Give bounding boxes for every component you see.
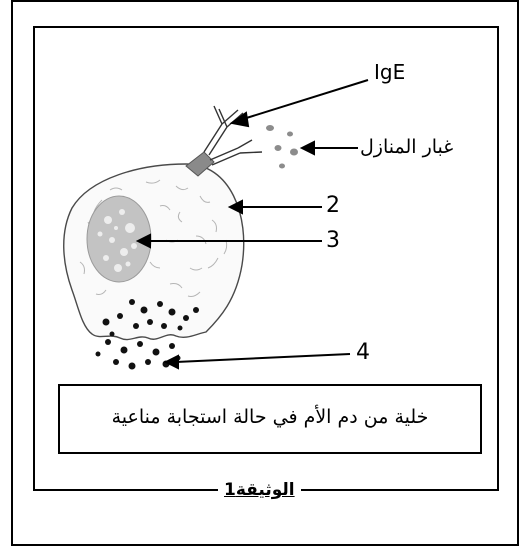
label-house-dust: غبار المنازل (360, 136, 454, 158)
arrowhead-2 (227, 199, 243, 215)
granules (95, 299, 199, 370)
ige-antibody (203, 105, 263, 166)
caption-box: خلية من دم الأم في حالة استجابة مناعية (58, 384, 482, 454)
arrowhead-ige (229, 111, 250, 128)
label-2: 2 (326, 193, 340, 218)
dust-particles (266, 125, 298, 169)
arrow-4 (175, 353, 351, 363)
outer-frame (11, 0, 519, 546)
arrow-ige (239, 79, 369, 121)
caption-text: خلية من دم الأم في حالة استجابة مناعية (111, 406, 429, 428)
arrows (135, 79, 369, 370)
label-ige: IgE (374, 60, 406, 84)
receptor (185, 151, 215, 177)
chromatin (97, 209, 137, 272)
document-title: الوثيقة1 (218, 480, 301, 500)
label-4: 4 (356, 340, 370, 365)
arrowhead-4 (163, 354, 179, 370)
arrowhead-3 (135, 233, 151, 249)
arrowhead-dust (299, 140, 315, 156)
label-3: 3 (326, 228, 340, 253)
